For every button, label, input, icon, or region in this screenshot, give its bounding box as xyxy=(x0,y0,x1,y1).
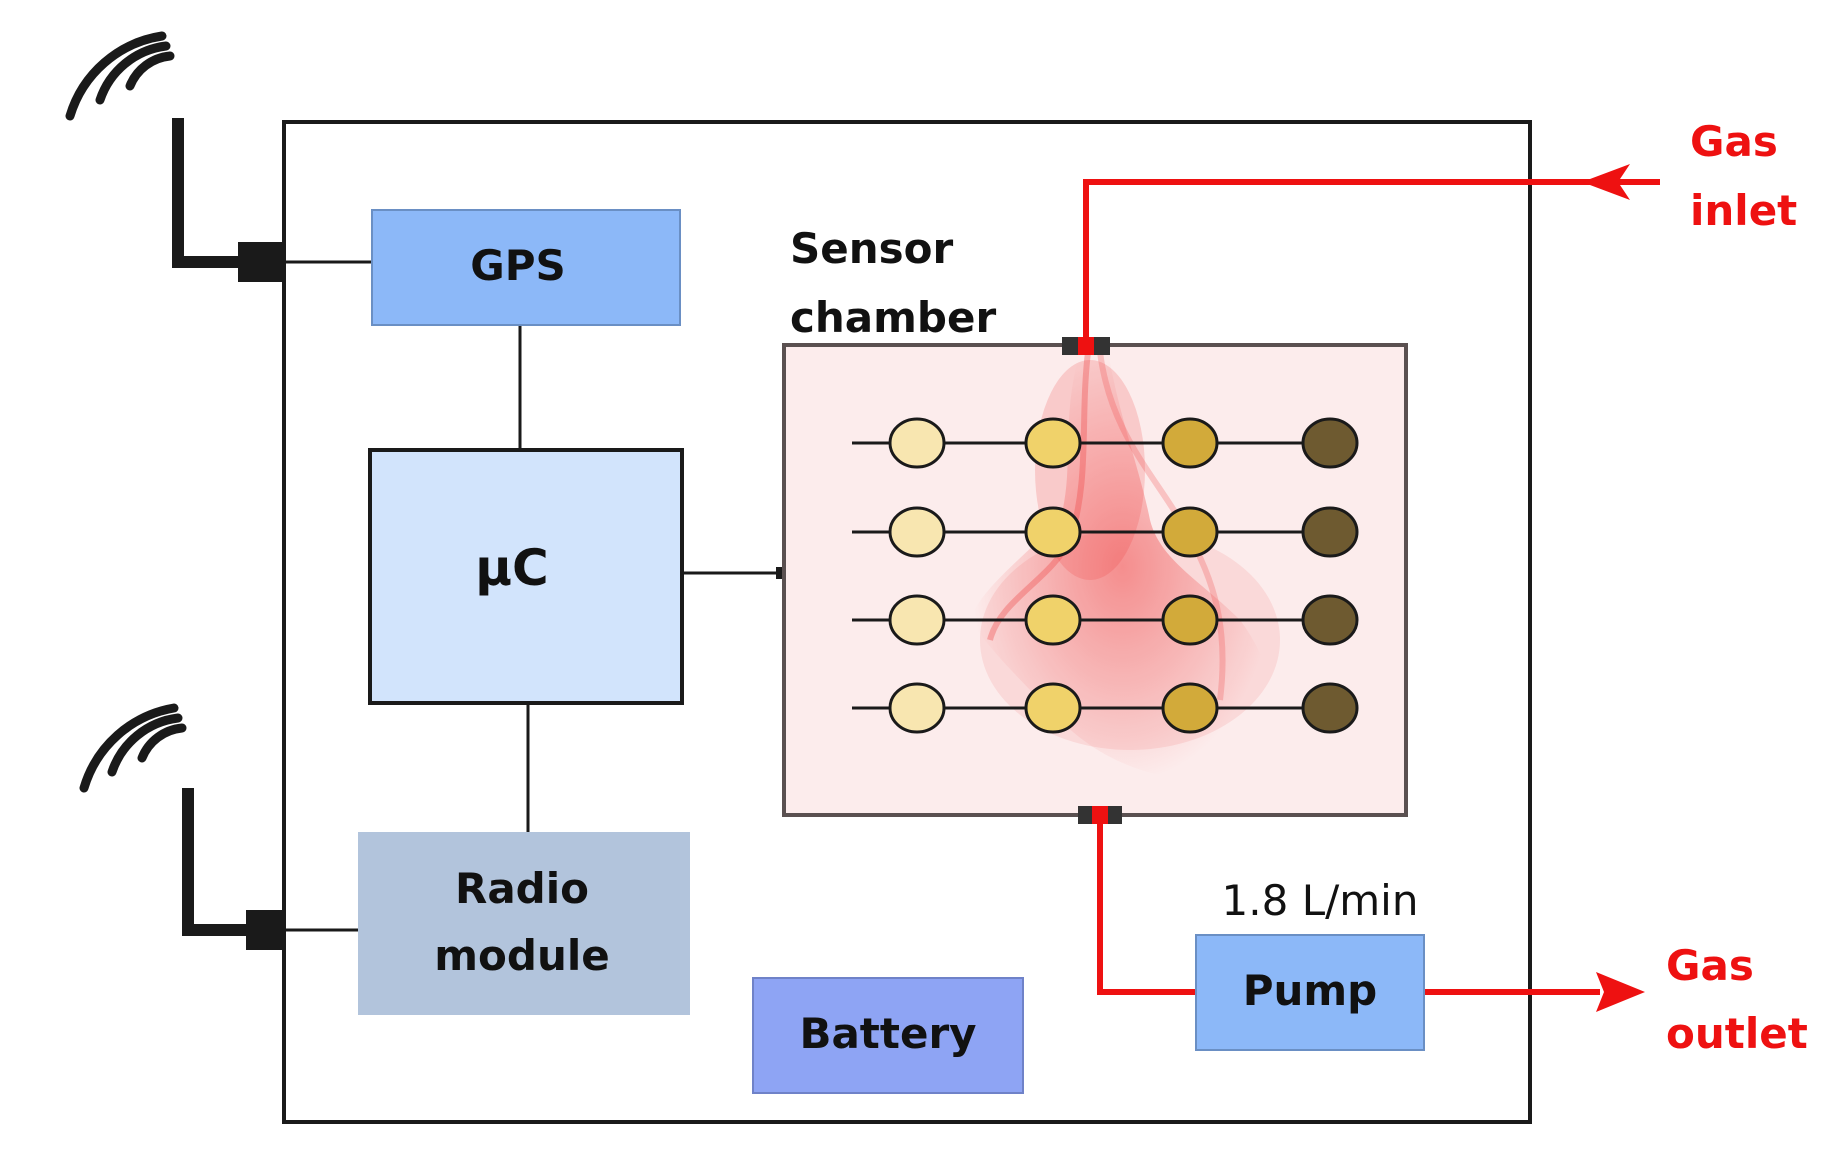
gas-inlet-line xyxy=(1062,164,1660,355)
radio-module-label-line2: module xyxy=(434,931,609,980)
gas-outlet-arrow-icon xyxy=(1596,972,1645,1012)
gas-sensor-r2-c1 xyxy=(888,506,946,558)
gas-sensor-r1-c2 xyxy=(1024,417,1082,469)
gas-outlet-label-line1: Gas xyxy=(1666,941,1754,990)
microcontroller-label: µC xyxy=(475,539,549,597)
pump-label: Pump xyxy=(1243,966,1378,1015)
gas-sensor-r4-c1 xyxy=(888,682,946,734)
gas-inlet-arrow-icon xyxy=(1582,164,1630,200)
radio-antenna-icon xyxy=(79,703,286,950)
gas-sensor-r2-c4 xyxy=(1301,506,1359,558)
gas-sensor-r3-c3 xyxy=(1161,594,1219,646)
sensor-chamber-label-line2: chamber xyxy=(790,293,996,342)
gas-sensor-r1-c1 xyxy=(888,417,946,469)
gps-block: GPS xyxy=(371,209,681,326)
microcontroller-block: µC xyxy=(368,448,684,705)
sensor-chamber-label-line1: Sensor xyxy=(790,224,953,273)
gas-sensor-r3-c1 xyxy=(888,594,946,646)
gps-label: GPS xyxy=(470,241,566,290)
gas-sensor-r3-c2 xyxy=(1024,594,1082,646)
pump-block: Pump xyxy=(1195,934,1425,1051)
gps-antenna-icon xyxy=(65,31,282,282)
gas-sensor-r3-c4 xyxy=(1301,594,1359,646)
battery-label: Battery xyxy=(799,1009,976,1058)
sensor-array xyxy=(888,417,1359,734)
gas-sensor-r4-c4 xyxy=(1301,682,1359,734)
gas-outlet-line xyxy=(1078,806,1645,1012)
gas-inlet-label-line2: inlet xyxy=(1690,186,1797,235)
gas-sensor-r2-c2 xyxy=(1024,506,1082,558)
gas-sensor-r1-c4 xyxy=(1301,417,1359,469)
gas-inlet-label-line1: Gas xyxy=(1690,117,1778,166)
gas-sensor-r2-c3 xyxy=(1161,506,1219,558)
battery-block: Battery xyxy=(752,977,1024,1094)
gas-outlet-label-line2: outlet xyxy=(1666,1009,1808,1058)
gas-sensor-r4-c2 xyxy=(1024,682,1082,734)
radio-module-block: Radio module xyxy=(358,832,690,1015)
gas-sensor-r1-c3 xyxy=(1161,417,1219,469)
radio-module-label-line1: Radio xyxy=(455,864,589,913)
flow-rate-label: 1.8 L/min xyxy=(1222,876,1419,925)
gas-sensor-r4-c3 xyxy=(1161,682,1219,734)
